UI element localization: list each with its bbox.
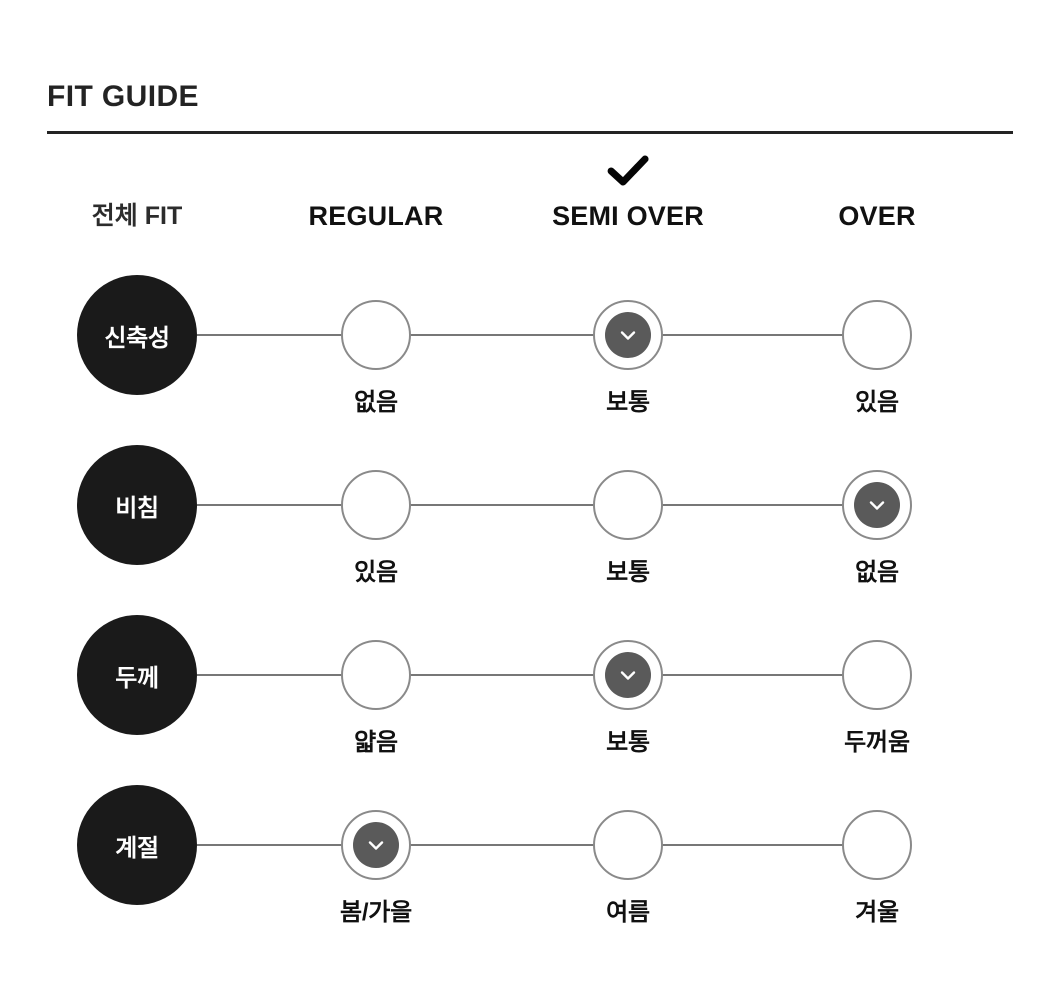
node-circle: [341, 300, 411, 370]
title-divider: [47, 131, 1013, 134]
option-node-over[interactable]: 두꺼움: [842, 640, 912, 756]
row-label-badge: 두께: [77, 615, 197, 735]
option-node-semi-over[interactable]: 보통: [593, 300, 663, 416]
chevron-down-icon: [605, 312, 651, 358]
row-label-badge: 비침: [77, 445, 197, 565]
option-label: 겨울: [855, 899, 899, 926]
table-row: 계절 봄/가을 여름: [0, 776, 1040, 946]
option-node-semi-over[interactable]: 보통: [593, 640, 663, 756]
column-header-semi-over[interactable]: SEMI OVER: [552, 155, 704, 236]
row-connector-line: [197, 504, 877, 506]
node-circle: [842, 300, 912, 370]
node-circle: [842, 470, 912, 540]
option-label: 없음: [354, 389, 398, 416]
option-label: 여름: [606, 899, 650, 926]
column-header-row: 전체 FIT REGULAR SEMI OVER OVER: [0, 155, 1040, 240]
table-row: 비침 있음 보통: [0, 436, 1040, 606]
chevron-down-icon: [854, 482, 900, 528]
check-icon: [606, 154, 650, 188]
row-connector-line: [197, 674, 877, 676]
option-node-regular[interactable]: 없음: [341, 300, 411, 416]
option-label: 보통: [606, 559, 650, 586]
node-circle: [593, 470, 663, 540]
page-title: FIT GUIDE: [47, 80, 199, 113]
chevron-down-icon: [605, 652, 651, 698]
option-label: 보통: [606, 729, 650, 756]
option-label: 얇음: [354, 729, 398, 756]
option-node-semi-over[interactable]: 여름: [593, 810, 663, 926]
option-node-over[interactable]: 없음: [842, 470, 912, 586]
axis-label-overall-fit: 전체 FIT: [91, 202, 183, 230]
node-circle: [341, 470, 411, 540]
column-header-over[interactable]: OVER: [838, 196, 915, 236]
option-label: 두꺼움: [844, 729, 910, 756]
option-label: 있음: [855, 389, 899, 416]
option-label: 있음: [354, 559, 398, 586]
option-node-over[interactable]: 있음: [842, 300, 912, 416]
option-label: 보통: [606, 389, 650, 416]
option-node-regular[interactable]: 있음: [341, 470, 411, 586]
row-connector-line: [197, 844, 877, 846]
column-header-semi-over-label: SEMI OVER: [552, 201, 704, 231]
column-header-regular[interactable]: REGULAR: [309, 196, 444, 236]
option-node-over[interactable]: 겨울: [842, 810, 912, 926]
option-label: 없음: [855, 559, 899, 586]
table-row: 두께 얇음 보통: [0, 606, 1040, 776]
option-node-semi-over[interactable]: 보통: [593, 470, 663, 586]
chevron-down-icon: [353, 822, 399, 868]
option-node-regular[interactable]: 봄/가을: [340, 810, 412, 926]
table-row: 신축성 없음 보통: [0, 266, 1040, 436]
node-circle: [842, 810, 912, 880]
row-connector-line: [197, 334, 877, 336]
node-circle: [593, 810, 663, 880]
row-label-badge: 계절: [77, 785, 197, 905]
node-circle: [341, 640, 411, 710]
option-node-regular[interactable]: 얇음: [341, 640, 411, 756]
column-header-over-label: OVER: [838, 201, 916, 231]
option-label: 봄/가을: [339, 899, 413, 926]
row-label-badge: 신축성: [77, 275, 197, 395]
node-circle: [842, 640, 912, 710]
column-header-regular-label: REGULAR: [308, 201, 444, 231]
